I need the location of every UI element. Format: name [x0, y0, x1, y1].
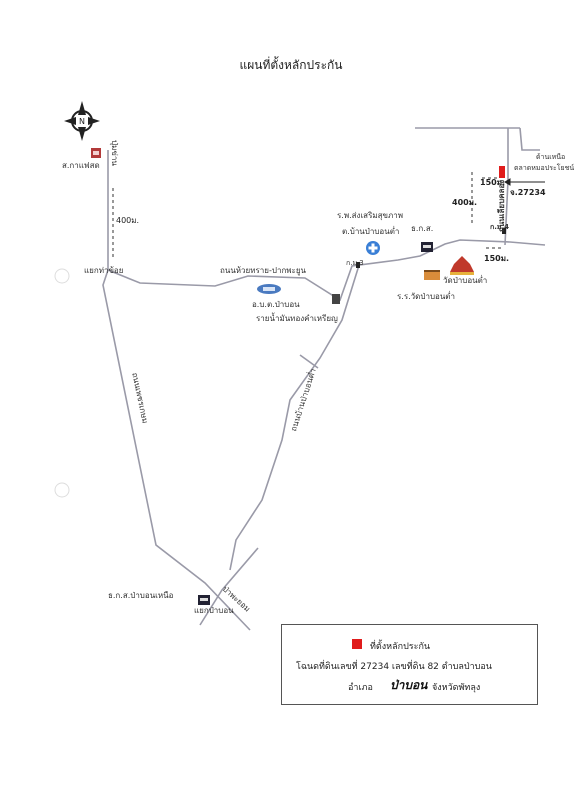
distance-lines — [112, 172, 504, 260]
legend-box: ที่ตั้งหลักประกัน โฉนดที่ดินเลขที่ 27234… — [281, 624, 538, 705]
label-road-left: ปุ่มข่าน — [110, 140, 119, 166]
legend-line3-prefix: อำเภอ — [348, 683, 373, 693]
label-school: อ.บ.ต.ป่าบอน — [252, 300, 300, 309]
label-road-main: ถนนห้วยทราย-ปากพะยูน — [220, 266, 307, 275]
label-junction-south: แยกป่าบอน — [194, 606, 234, 615]
direction-arrow-icon — [504, 178, 545, 186]
label-bank-north: ธ.ก.ส.ป่าบอนเหนือ — [108, 591, 174, 600]
label-hospital-1: ร.พ.ส่งเสริมสุขภาพ — [337, 211, 404, 220]
label-km3: ก.ม.3 — [346, 259, 364, 267]
post-office-icon — [91, 148, 101, 158]
label-north-note-2: ตลาดหมอประโยชน์ — [514, 164, 575, 172]
temple-icon — [450, 256, 474, 275]
legend-line3-handwritten: ป่าบอน — [390, 678, 428, 692]
label-temple: วัดป่าบอนต่ำ — [443, 276, 488, 285]
fuel-station-icon — [332, 294, 340, 304]
north-arrow-icon: N — [64, 101, 100, 141]
school-icon — [257, 284, 281, 294]
label-dist-150-right: 150ม. — [484, 254, 510, 263]
punch-hole — [54, 482, 70, 498]
label-field: รายน้ำมันทองคำเหรียญ — [256, 314, 338, 323]
hospital-icon — [366, 241, 380, 255]
temple-school-icon — [424, 270, 440, 280]
road-diag — [229, 261, 361, 571]
parcel-marker — [499, 166, 505, 178]
north-letter: N — [79, 117, 85, 126]
legend-line3-suffix: จังหวัดพัทลุง — [432, 683, 481, 693]
label-road-vertical-right: ถนนเลียบคลอง — [497, 179, 506, 232]
km4-post-icon — [502, 228, 506, 234]
label-junction: แยกท่าข้อย — [84, 266, 124, 275]
road-right-branch — [519, 127, 540, 151]
road-network — [102, 127, 546, 631]
label-km4: ก.ม.4 — [490, 223, 510, 231]
label-hospital-2: ต.บ้านป่าบอนต่ำ — [342, 227, 400, 236]
legend-marker-icon — [352, 639, 362, 649]
road-main-ew — [107, 239, 546, 302]
label-dist-400-right: 400ม. — [452, 198, 478, 207]
road-diag-south — [199, 547, 259, 626]
bank-north-icon — [198, 595, 210, 605]
label-north-note-1: ด้านเหนือ — [536, 153, 566, 161]
label-bank: ธ.ก.ส. — [411, 224, 434, 233]
legend-marker-label: ที่ตั้งหลักประกัน — [370, 642, 431, 652]
map-title: แผนที่ตั้งหลักประกัน — [239, 58, 343, 72]
km3-post-icon — [356, 262, 360, 268]
label-temple-school: ร.ร.วัดป่าบอนต่ำ — [397, 292, 455, 301]
label-dist-400-left: 400ม. — [116, 216, 140, 225]
road-diag-branch — [299, 354, 319, 369]
label-parcel: จ.27234 — [510, 188, 546, 197]
punch-hole — [54, 268, 70, 284]
bank-icon — [421, 242, 433, 252]
legend-line2: โฉนดที่ดินเลขที่ 27234 เลขที่ดิน 82 ตำบล… — [296, 662, 492, 672]
road-left-ns — [102, 150, 251, 631]
label-dist-150-top: 150ม. — [480, 178, 506, 187]
label-post-office: ส.กาแฟสด — [62, 161, 100, 170]
